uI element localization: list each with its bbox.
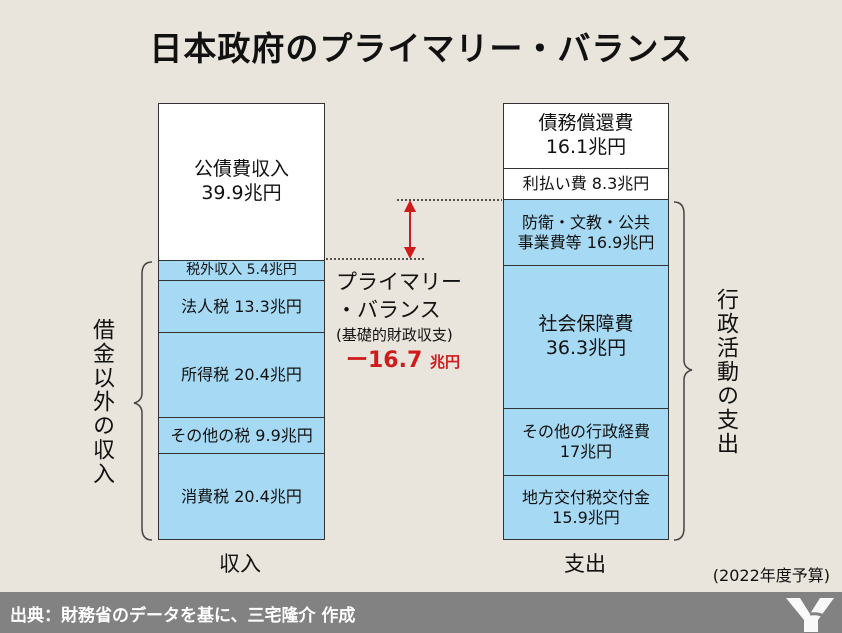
gap-arrow-down-head bbox=[404, 247, 416, 259]
debt-repayment-box: 債務償還費 16.1兆円 bbox=[503, 103, 669, 169]
other-admin-label: その他の行政経費 bbox=[521, 422, 650, 441]
corporate-tax-label: 法人税 13.3兆円 bbox=[181, 296, 302, 316]
fiscal-year-label: (2022年度予算) bbox=[712, 566, 830, 585]
non-tax-revenue-label: 税外収入 5.4兆円 bbox=[186, 261, 297, 278]
income-tax-label: 所得税 20.4兆円 bbox=[181, 365, 302, 384]
pb-label-line1: プライマリー bbox=[336, 270, 462, 294]
other-tax-label: その他の税 9.9兆円 bbox=[170, 425, 313, 445]
other-admin-box: その他の行政経費 17兆円 bbox=[503, 409, 669, 476]
defense-value: 事業費等 16.9兆円 bbox=[517, 232, 655, 252]
interest-box: 利払い費 8.3兆円 bbox=[503, 169, 669, 200]
pb-value: ー16.7 兆円 bbox=[336, 346, 496, 377]
social-security-value: 36.3兆円 bbox=[545, 337, 627, 359]
corporate-tax-box: 法人税 13.3兆円 bbox=[158, 281, 325, 333]
pb-label-line2: ・バランス bbox=[336, 298, 441, 322]
local-allocation-value: 15.9兆円 bbox=[552, 507, 620, 527]
revenue-brace bbox=[133, 261, 153, 541]
footer-bar: 出典：財務省のデータを基に、三宅隆介 作成 bbox=[0, 592, 842, 633]
interest-label: 利払い費 8.3兆円 bbox=[522, 174, 650, 193]
social-security-label: 社会保障費 bbox=[538, 313, 634, 336]
consumption-tax-label: 消費税 20.4兆円 bbox=[181, 486, 302, 506]
gap-arrow-up-head bbox=[404, 200, 416, 212]
defense-box: 防衛・文教・公共 事業費等 16.9兆円 bbox=[503, 200, 669, 266]
debt-repayment-value: 16.1兆円 bbox=[545, 136, 627, 158]
other-tax-box: その他の税 9.9兆円 bbox=[158, 418, 325, 454]
non-tax-revenue-box: 税外収入 5.4兆円 bbox=[158, 261, 325, 281]
bond-revenue-value: 39.9兆円 bbox=[201, 182, 282, 204]
primary-balance-annotation: プライマリー ・バランス (基礎的財政収支) ー16.7 兆円 bbox=[336, 268, 496, 377]
expenditure-axis-label: 支出 bbox=[564, 552, 606, 576]
author-logo-icon bbox=[786, 598, 834, 633]
page-title: 日本政府のプライマリー・バランス bbox=[149, 29, 693, 68]
local-allocation-label: 地方交付税交付金 bbox=[521, 487, 650, 507]
local-allocation-box: 地方交付税交付金 15.9兆円 bbox=[503, 476, 669, 540]
bond-revenue-box: 公債費収入 39.9兆円 bbox=[158, 103, 325, 261]
pb-value-number: ー16.7 bbox=[346, 348, 423, 373]
pb-value-unit: 兆円 bbox=[429, 353, 460, 371]
expenditure-brace bbox=[673, 201, 693, 541]
social-security-box: 社会保障費 36.3兆円 bbox=[503, 266, 669, 409]
debt-repayment-label: 債務償還費 bbox=[538, 112, 634, 135]
consumption-tax-box: 消費税 20.4兆円 bbox=[158, 454, 325, 540]
revenue-axis-label: 収入 bbox=[219, 552, 261, 576]
income-tax-box: 所得税 20.4兆円 bbox=[158, 333, 325, 418]
defense-label: 防衛・文教・公共 bbox=[521, 212, 650, 232]
expenditure-side-label: 行政活動の支出 bbox=[713, 288, 738, 456]
revenue-side-label: 借金以外の収入 bbox=[89, 318, 114, 486]
bond-revenue-label: 公債費収入 bbox=[193, 158, 289, 181]
pb-label-line3: (基礎的財政収支) bbox=[336, 326, 453, 344]
source-note: 出典：財務省のデータを基に、三宅隆介 作成 bbox=[10, 606, 356, 626]
other-admin-value: 17兆円 bbox=[559, 442, 613, 461]
